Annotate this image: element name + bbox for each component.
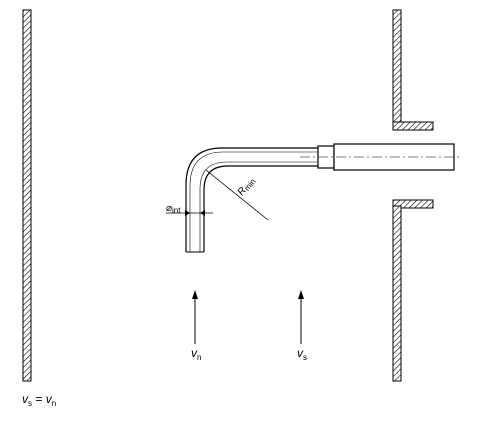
- vn-label: vn: [191, 346, 201, 362]
- right-duct-wall-lower: [392, 205, 402, 382]
- flow-arrow-vs-head: [298, 290, 304, 299]
- diameter-arrow-left: [185, 210, 190, 216]
- probe-tube-inner: [203, 165, 320, 252]
- flow-arrow-vn-head: [192, 290, 198, 299]
- diameter-arrow-right: [200, 210, 205, 216]
- probe-bore-lower: [199, 161, 320, 252]
- right-duct-wall-upper: [392, 9, 402, 125]
- vs-label: vs: [297, 346, 307, 362]
- diameter-label: ⌀int: [166, 203, 181, 215]
- right-wall-upper-flange: [392, 121, 434, 131]
- left-duct-wall: [22, 9, 32, 382]
- radius-leader-line: [205, 169, 269, 221]
- right-wall-lower-flange: [392, 199, 434, 209]
- isokinetic-equation: vs = vn: [22, 392, 56, 408]
- radius-label: Rmin: [236, 175, 258, 198]
- probe-bore-upper: [189, 151, 320, 252]
- probe-tube-outer: [185, 147, 320, 252]
